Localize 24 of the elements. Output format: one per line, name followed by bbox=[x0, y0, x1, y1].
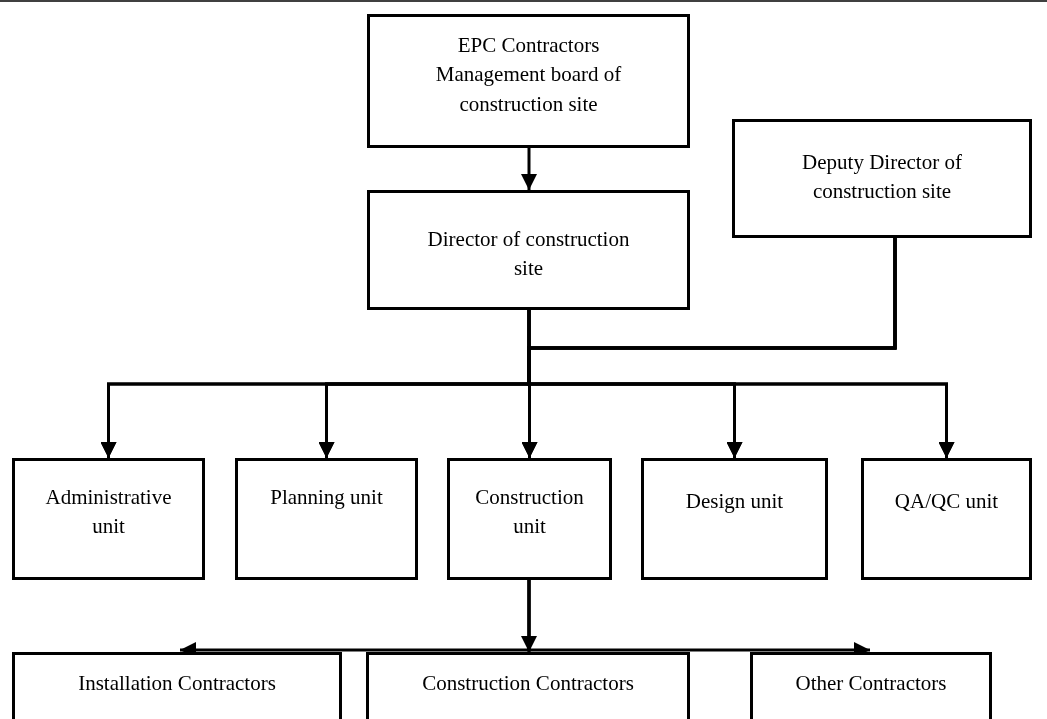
node-label: Director of construction site bbox=[426, 226, 631, 283]
node-label: Management board of construction site bbox=[434, 61, 623, 118]
director-box bbox=[367, 190, 690, 310]
node-label: EPC Contractors bbox=[457, 32, 600, 59]
unit-box bbox=[235, 458, 418, 580]
unit-box bbox=[12, 458, 205, 580]
node-label: Other Contractors bbox=[795, 670, 947, 697]
node-label: Deputy Director of construction site bbox=[801, 149, 963, 206]
unit-box bbox=[641, 458, 828, 580]
node-label: QA/QC unit bbox=[894, 488, 999, 515]
contractor-box bbox=[12, 652, 342, 719]
contractor-box bbox=[750, 652, 992, 719]
node-label: Planning unit bbox=[270, 484, 383, 511]
node-label: Construction unit bbox=[474, 484, 585, 541]
node-label: Installation Contractors bbox=[78, 670, 276, 697]
deputy-box bbox=[732, 119, 1032, 238]
node-label: Design unit bbox=[685, 488, 784, 515]
node-label: Administrative unit bbox=[44, 484, 173, 541]
arrow bbox=[521, 148, 537, 190]
contractor-box bbox=[366, 652, 690, 719]
node-label: Construction Contractors bbox=[422, 670, 634, 697]
unit-box bbox=[861, 458, 1032, 580]
unit-box bbox=[447, 458, 612, 580]
management-box bbox=[367, 14, 690, 148]
